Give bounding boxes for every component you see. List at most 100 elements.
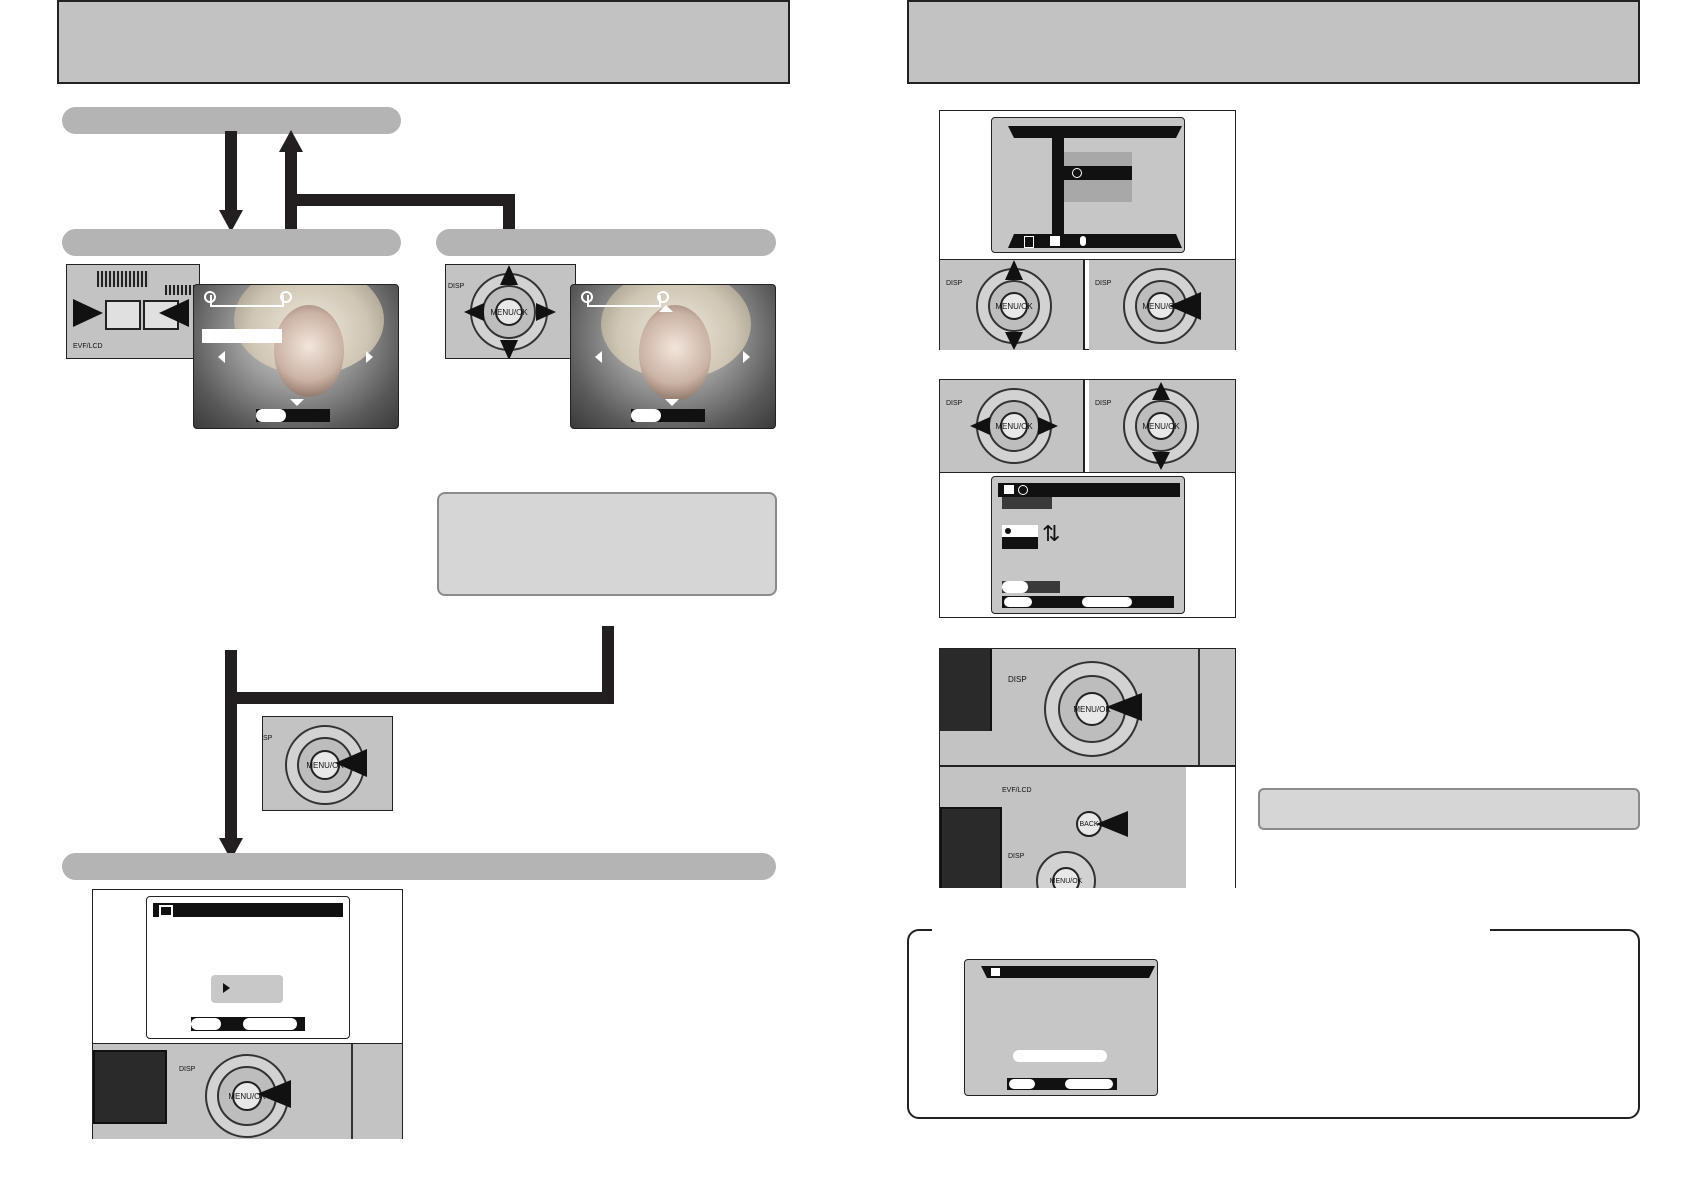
press-arrow-left-icon: [159, 299, 189, 327]
flow-arrow-up-shaft: [285, 150, 297, 233]
zoom-lever-illustration: EVF/LCD: [66, 264, 200, 359]
left-header-band: [57, 0, 790, 84]
zoom-in-icon: [657, 291, 669, 303]
frame-divider: [940, 472, 1235, 473]
face: [274, 305, 344, 397]
dpad-right-arrow-icon: [536, 303, 556, 321]
disp-label: DISP: [1008, 853, 1025, 860]
dpad-left-arrow-icon: [970, 417, 990, 435]
menu-bottom-bar: [1008, 234, 1182, 248]
lcd-screen-dark: [940, 649, 992, 731]
frame-divider: [940, 259, 1235, 260]
lcd-guide-pill-left: [191, 1018, 221, 1030]
menu-left-column: [1052, 138, 1064, 238]
press-arrow-left-icon: [1096, 811, 1128, 837]
sub-title-bar: [1002, 497, 1052, 509]
trim-icon: [159, 905, 173, 917]
zoomed-photo-left: [193, 284, 399, 429]
wide-button[interactable]: [105, 300, 141, 330]
up-down-arrows-icon: ⇅: [1042, 521, 1061, 546]
dial-ridges: [97, 271, 149, 287]
scroll-down-icon: [290, 399, 304, 406]
print-icon: [1004, 485, 1014, 494]
flow-connector-from-note: [602, 626, 614, 704]
step-pill-zoom: [62, 229, 401, 256]
camera-grip-edge: [351, 1044, 353, 1139]
disp-label-partial: SP: [263, 735, 273, 742]
disp-label: DISP: [1095, 280, 1112, 287]
lcd-screen-dark: [93, 1050, 167, 1124]
press-arrow-left-icon: [335, 749, 367, 777]
dpad-up-arrow-icon: [500, 265, 518, 285]
bottom-guide-pill: [256, 409, 286, 422]
camera-grip-edge: [1198, 649, 1200, 765]
lcd-guide-pill-left: [1009, 1079, 1035, 1089]
dpad-up-arrow-icon: [1152, 382, 1170, 400]
menu-top-bar: [1008, 126, 1182, 138]
press-arrow-left-icon: [257, 1080, 291, 1108]
step-pill-playback: [62, 107, 401, 134]
scroll-right-icon: [366, 351, 373, 363]
date-setting-lcd: ⇅: [991, 476, 1185, 614]
scroll-right-icon: [743, 351, 750, 363]
scroll-down-icon: [665, 399, 679, 406]
dpad-down-arrow-icon: [500, 340, 518, 358]
evf-lcd-label: EVF/LCD: [1002, 787, 1032, 794]
dpad-up-down-illustration: DISP MENU/OK: [1089, 380, 1235, 472]
menu-ok-button[interactable]: MENU/OK: [1050, 867, 1082, 888]
right-header-band: [907, 0, 1640, 84]
menu-ok-press-illustration: SP MENU/OK: [262, 716, 393, 811]
dial-ridges-right: [165, 285, 199, 295]
face: [639, 305, 711, 401]
menu-ok-button[interactable]: MENU/OK: [995, 412, 1033, 440]
step2-figure: DISP MENU/OK DISP MENU/OK ⇅: [939, 379, 1236, 618]
flow-arrow-up-head: [279, 130, 303, 152]
lcd-guide-pill-left: [1004, 597, 1032, 607]
menu-ok-button[interactable]: MENU/OK: [1073, 692, 1111, 726]
counter-box: [1002, 525, 1038, 537]
panel-title-gap: [932, 924, 1490, 934]
white-panel: [1186, 767, 1235, 888]
evf-lcd-label: EVF/LCD: [73, 343, 103, 350]
print-lcd: [964, 959, 1158, 1096]
left-right-key-pill: [1002, 581, 1028, 593]
menu-ok-button[interactable]: MENU/OK: [1142, 412, 1180, 440]
trimming-lcd: [146, 896, 350, 1039]
lcd-title-bar: [998, 483, 1180, 497]
clock-icon: [1072, 168, 1082, 178]
scroll-left-icon: [595, 351, 602, 363]
back-button-press-illustration: EVF/LCD DISP BACK MENU/OK: [940, 767, 1235, 888]
dpad-up-down-illustration: DISP MENU/OK: [940, 260, 1085, 350]
press-arrow-left-icon: [1106, 693, 1142, 721]
print-icon: [991, 968, 1000, 976]
lcd-option-pill: [1013, 1050, 1107, 1062]
lcd-guide-pill-right: [1065, 1079, 1113, 1089]
flow-arrow-down-head: [219, 210, 243, 232]
ok-selection-box: [211, 975, 283, 1003]
press-arrow-left-icon: [1169, 292, 1201, 320]
frame-divider: [940, 765, 1235, 767]
menu-ok-button[interactable]: MENU/OK: [995, 292, 1033, 320]
note-box: [437, 492, 777, 596]
trash-icon: [1024, 236, 1034, 248]
disp-label: DISP: [1008, 675, 1027, 684]
disp-label: DISP: [448, 283, 465, 290]
counter-value-box: [1002, 537, 1038, 549]
zoom-bar: [210, 295, 284, 307]
print-icon: [1050, 236, 1060, 246]
flow-arrow-down-long-shaft: [225, 650, 237, 840]
menu-ok-button[interactable]: MENU/OK: [490, 298, 528, 326]
menu-ok-press-illustration: DISP MENU/OK: [1089, 260, 1235, 350]
lcd-screen-dark: [940, 807, 1002, 888]
flow-connector-horizontal: [285, 194, 515, 206]
menu-ok-press-illustration: DISP MENU/OK: [940, 649, 1235, 765]
dpad-down-arrow-icon: [1005, 332, 1023, 350]
step3-figure: DISP MENU/OK EVF/LCD DISP BACK MENU/OK: [939, 648, 1236, 888]
clock-icon: [1018, 485, 1028, 495]
zoom-indicator-box: [202, 329, 282, 343]
trimming-figure: DISP MENU/OK: [92, 889, 403, 1139]
dpad-up-arrow-icon: [1005, 260, 1023, 280]
flow-connector-horizontal-lower: [225, 692, 614, 704]
bottom-guide-pill: [631, 409, 661, 422]
zoom-bar: [587, 295, 661, 307]
